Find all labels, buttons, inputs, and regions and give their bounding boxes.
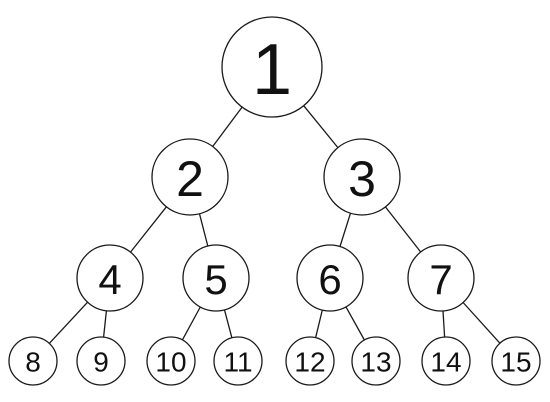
node-label: 13 xyxy=(360,347,391,378)
node-label: 15 xyxy=(500,347,531,378)
node-circle xyxy=(323,138,401,216)
tree-node-5: 5 xyxy=(182,244,250,312)
node-circle xyxy=(182,244,250,312)
node-label: 3 xyxy=(348,151,376,207)
node-circle xyxy=(8,336,58,386)
tree-node-11: 11 xyxy=(213,336,263,386)
edge-7-15 xyxy=(462,302,501,344)
tree-node-13: 13 xyxy=(351,336,401,386)
node-label: 14 xyxy=(430,347,461,378)
node-circle xyxy=(213,336,263,386)
node-label: 5 xyxy=(204,256,227,303)
node-label: 6 xyxy=(318,256,341,303)
node-label: 9 xyxy=(93,347,109,378)
node-label: 11 xyxy=(223,347,252,378)
node-circle xyxy=(491,336,541,386)
edge-6-13 xyxy=(345,306,365,341)
edge-5-11 xyxy=(223,309,233,338)
edge-2-4 xyxy=(129,206,167,253)
tree-node-14: 14 xyxy=(421,336,471,386)
node-circle xyxy=(296,244,364,312)
edge-3-7 xyxy=(384,206,422,253)
tree-node-1: 1 xyxy=(221,16,323,118)
tree-node-15: 15 xyxy=(491,336,541,386)
node-label: 10 xyxy=(155,347,186,378)
edge-3-6 xyxy=(339,213,352,247)
edge-4-9 xyxy=(102,310,108,338)
node-circle xyxy=(351,336,401,386)
edge-6-12 xyxy=(314,309,323,338)
tree-node-4: 4 xyxy=(76,244,144,312)
node-circle xyxy=(421,336,471,386)
node-circle xyxy=(76,336,126,386)
node-label: 8 xyxy=(25,347,41,378)
edge-1-3 xyxy=(303,105,339,149)
edge-5-10 xyxy=(181,306,201,341)
tree-node-3: 3 xyxy=(323,138,401,216)
edge-7-14 xyxy=(442,310,446,338)
node-circle xyxy=(146,336,196,386)
node-label: 12 xyxy=(294,347,325,378)
node-label: 4 xyxy=(98,256,121,303)
node-label: 1 xyxy=(252,30,292,110)
tree-node-8: 8 xyxy=(8,336,58,386)
tree-node-9: 9 xyxy=(76,336,126,386)
node-circle xyxy=(221,16,323,118)
node-circle xyxy=(76,244,144,312)
tree-node-6: 6 xyxy=(296,244,364,312)
node-circle xyxy=(151,138,229,216)
node-circle xyxy=(285,336,335,386)
tree-node-10: 10 xyxy=(146,336,196,386)
tree-node-2: 2 xyxy=(151,138,229,216)
tree-node-7: 7 xyxy=(407,244,475,312)
edge-1-2 xyxy=(212,106,243,147)
node-label: 2 xyxy=(176,151,204,207)
tree-node-12: 12 xyxy=(285,336,335,386)
node-label: 7 xyxy=(429,256,452,303)
edge-2-5 xyxy=(198,213,209,247)
tree-edges xyxy=(48,105,501,344)
edge-4-8 xyxy=(48,301,89,344)
node-circle xyxy=(407,244,475,312)
